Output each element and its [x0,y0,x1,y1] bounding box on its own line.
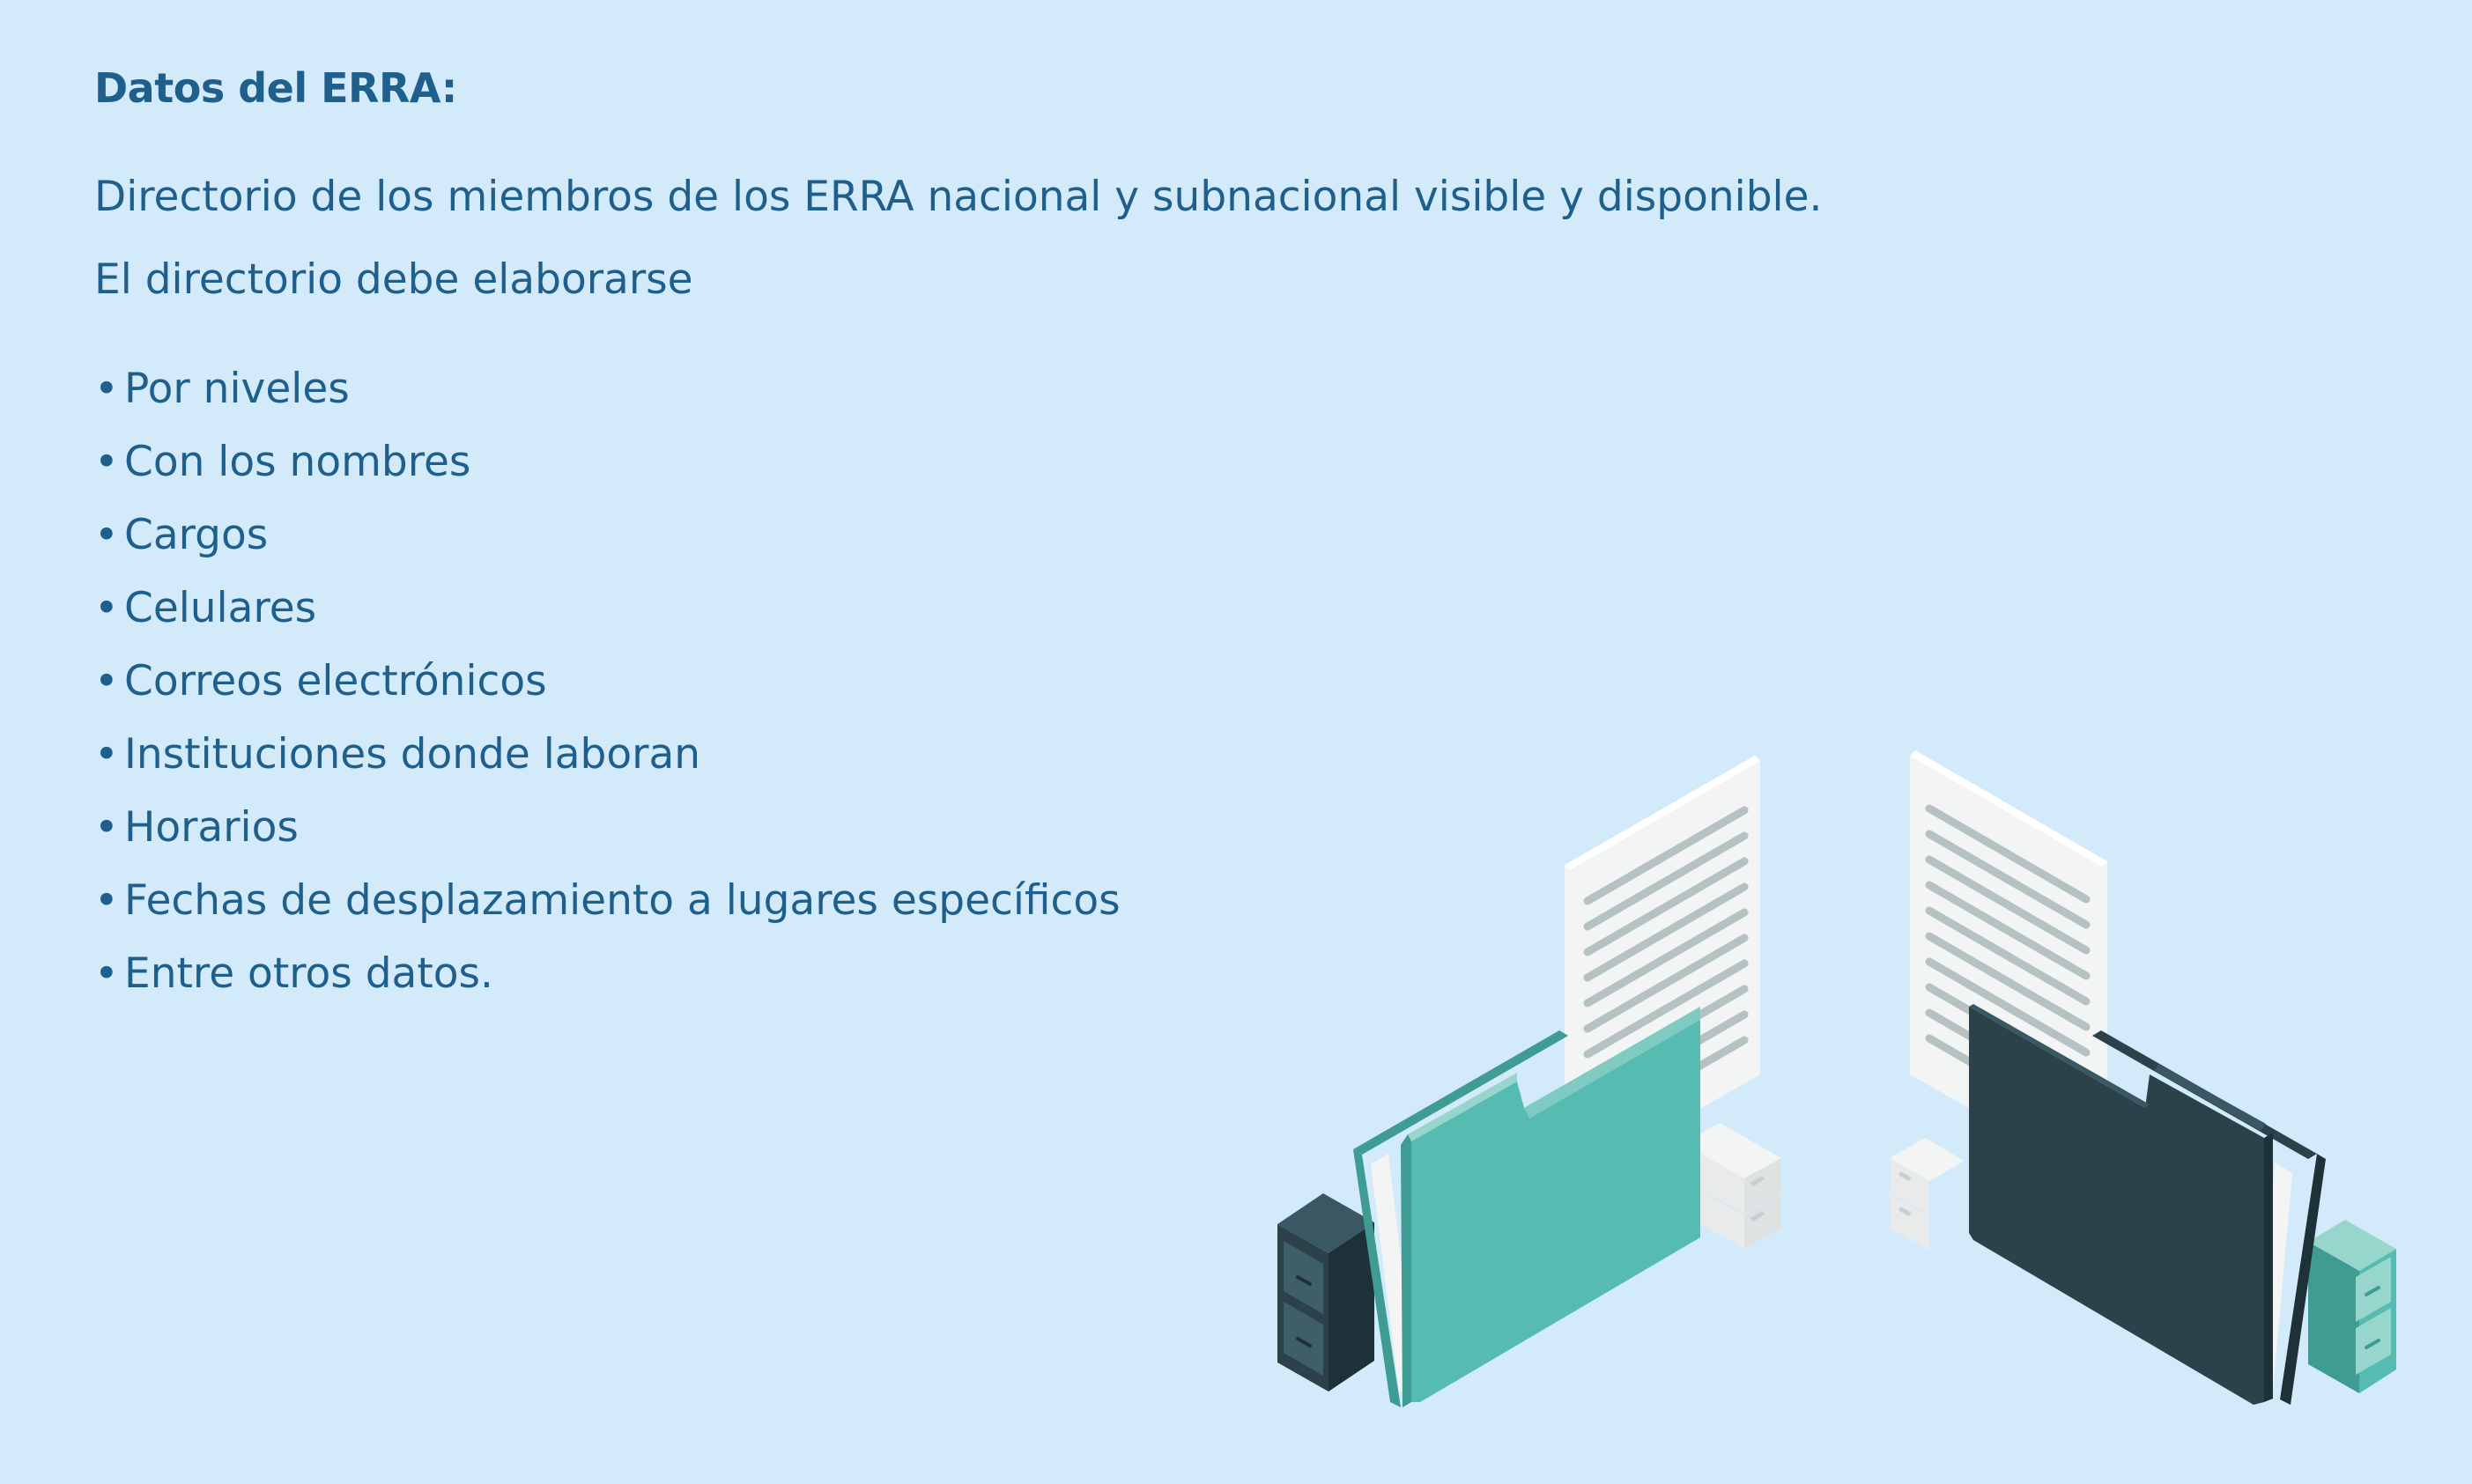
list-item: •Celulares [94,572,1944,645]
list-item: •Entre otros datos. [94,937,1944,1010]
bullet-icon: • [94,438,119,486]
bullet-icon: • [94,657,119,705]
bullet-icon: • [94,949,119,998]
list-item: •Fechas de desplazamiento a lugares espe… [94,864,1944,937]
list-item: •Por niveles [94,352,1944,425]
list-item: •Correos electrónicos [94,645,1944,718]
bullet-icon: • [94,584,119,632]
bullet-list: •Por niveles •Con los nombres •Cargos •C… [94,352,1944,1010]
bullet-icon: • [94,803,119,852]
left-folder-icon [1353,1007,1700,1407]
bullet-icon: • [94,365,119,413]
slide-content: Datos del ERRA: Directorio de los miembr… [94,53,1944,1010]
folders-documents-illustration-icon [1277,750,2396,1407]
right-cabinet-icon [2308,1220,2396,1393]
intro-paragraph: Directorio de los miembros de los ERRA n… [94,173,1823,221]
page-title: Datos del ERRA: [94,64,457,112]
list-item: •Horarios [94,791,1944,864]
bullet-icon: • [94,876,119,925]
list-item: •Instituciones donde laboran [94,718,1944,791]
left-cabinet-icon [1277,1193,1374,1392]
secondary-paragraph: El directorio debe elaborarse [94,255,693,304]
bullet-icon: • [94,730,119,779]
right-boxes-icon [1890,1138,1965,1251]
list-item: •Con los nombres [94,425,1944,498]
bullet-icon: • [94,511,119,559]
list-item: •Cargos [94,498,1944,572]
right-folder-icon [1969,1004,2326,1405]
